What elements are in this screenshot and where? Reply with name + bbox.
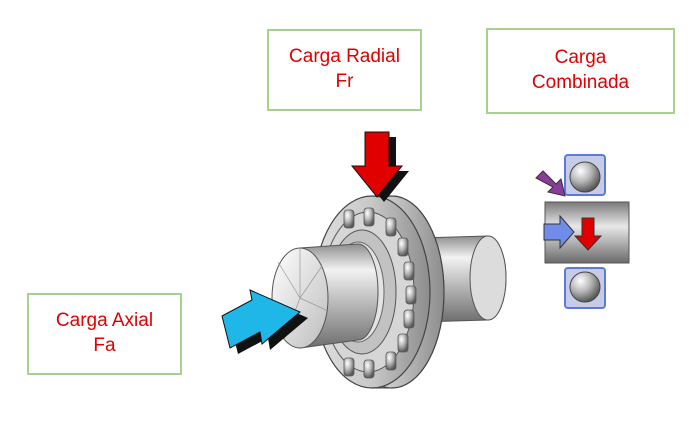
bearing-rollers: [343, 207, 417, 379]
axial-load-title: Carga Axial: [55, 310, 154, 332]
radial-load-symbol: Fr: [335, 71, 354, 92]
radial-load-title: Carga Radial: [289, 46, 400, 68]
arrow-down-icon: [350, 131, 409, 202]
combined-load-label-box: Carga Combinada: [486, 28, 675, 114]
radial-load-label-box: Carga Radial Fr: [267, 29, 422, 111]
arrow-down-right-icon: [535, 170, 566, 197]
combined-radial-arrow-icon: [573, 217, 603, 251]
axial-load-label-box: Carga Axial Fa: [27, 293, 182, 375]
combined-load-title: Carga: [554, 47, 607, 69]
combined-load-subtitle: Combinada: [531, 72, 630, 93]
axial-load-symbol: Fa: [93, 335, 116, 356]
arrow-right-icon: [221, 289, 308, 354]
combined-axial-arrow-icon: [543, 214, 575, 250]
